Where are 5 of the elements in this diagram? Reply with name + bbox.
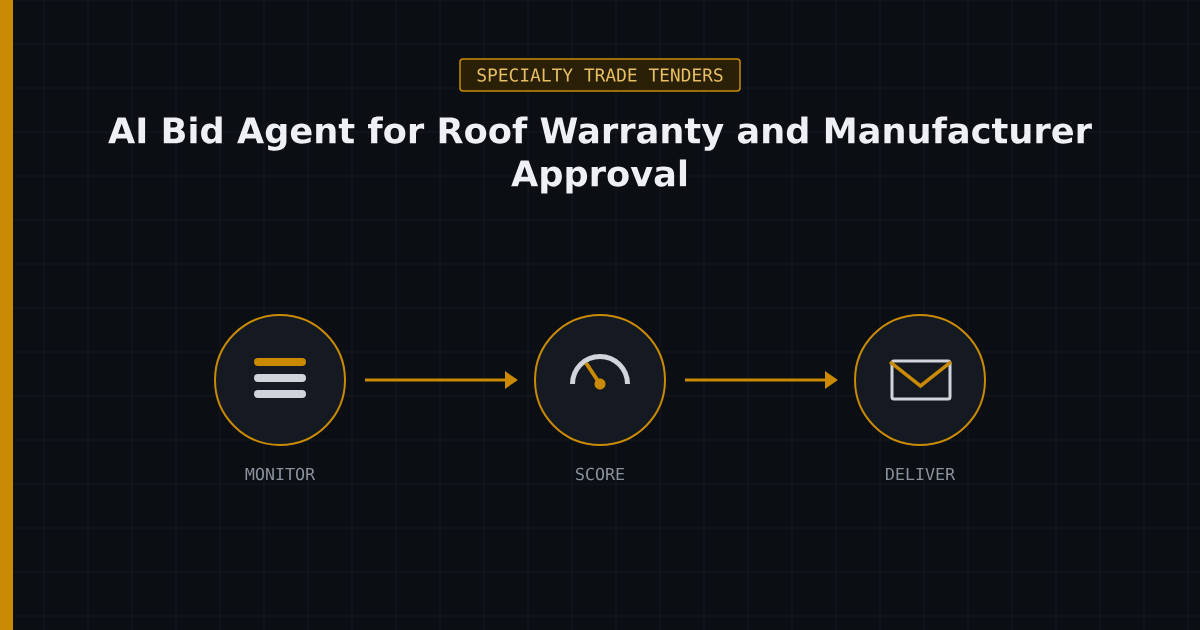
step-label: MONITOR xyxy=(245,467,316,481)
step-label: SCORE xyxy=(576,467,624,481)
step-label: DELIVER xyxy=(886,467,956,481)
tag-badge: SPECIALTY TRADE TENDERS xyxy=(459,58,741,92)
title: AI Bid Agent for Roof Warranty and Manufacturer Approval xyxy=(108,116,1092,194)
